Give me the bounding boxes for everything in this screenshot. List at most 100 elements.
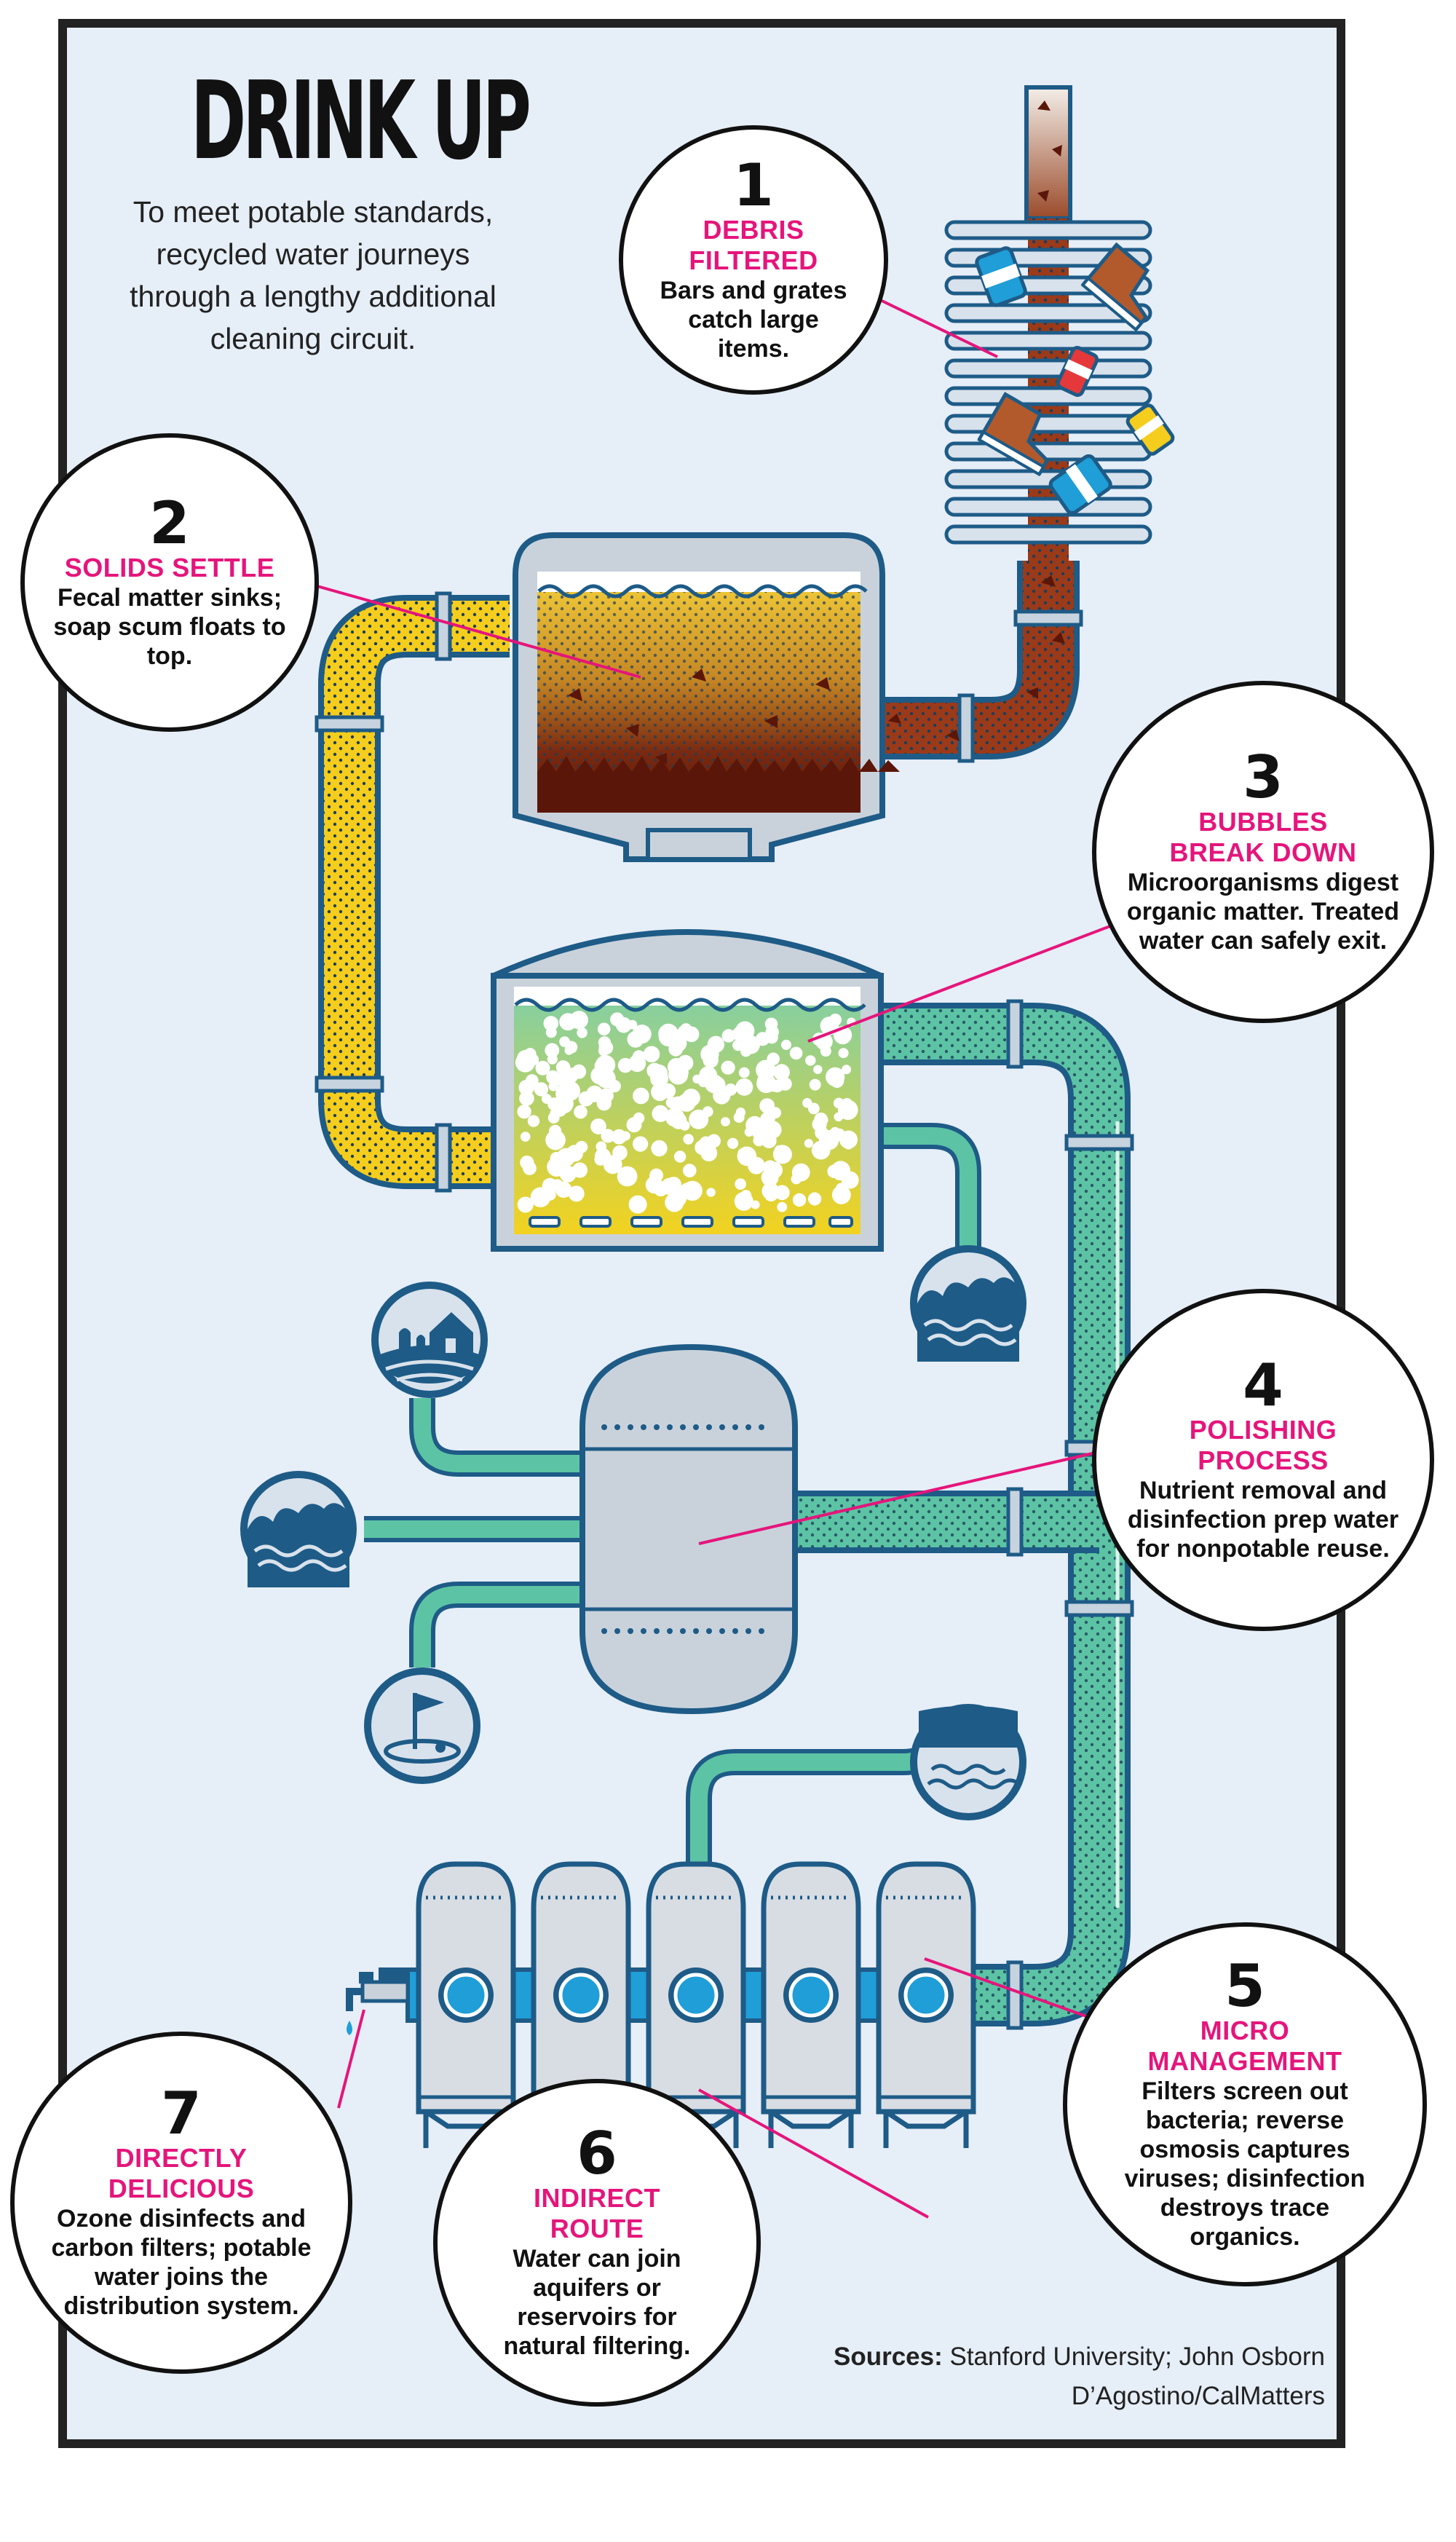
air-bubble: [632, 1050, 646, 1063]
air-bubble: [768, 1079, 780, 1092]
air-bubble: [826, 1067, 845, 1086]
pipe-yellow: [314, 591, 510, 1193]
air-bubble: [683, 1164, 697, 1177]
step-body: Fecal matter sinks; soap scum floats to …: [53, 584, 286, 670]
tank-rivet: [628, 1628, 633, 1634]
air-bubble: [721, 1060, 735, 1075]
air-bubble: [559, 1036, 570, 1047]
air-bubble: [524, 1164, 534, 1175]
step-heading: SOLIDS SETTLE: [64, 553, 275, 583]
air-bubble: [705, 1069, 716, 1081]
air-bubble: [732, 1039, 744, 1051]
step-number: 1: [733, 151, 774, 219]
faucet-icon: [346, 1972, 410, 2035]
step-body: Nutrient removal and disinfection prep w…: [1127, 1477, 1399, 1563]
leader-lines: [304, 297, 1115, 2219]
tank-rivet: [732, 1424, 738, 1430]
air-bubble: [651, 1083, 669, 1101]
tank-rivet: [745, 1424, 751, 1430]
callout-step-7: 7 DIRECTLY DELICIOUS Ozone disinfects an…: [10, 2032, 352, 2374]
step-heading: DIRECTLY DELICIOUS: [108, 2143, 255, 2203]
tank-rivet: [693, 1628, 699, 1634]
tank-rivet: [601, 1424, 607, 1430]
pipe-sewage: [852, 561, 1083, 763]
air-bubble: [596, 1068, 616, 1089]
air-bubble: [773, 1064, 790, 1081]
air-bubble: [617, 1057, 633, 1073]
air-bubble: [689, 1109, 709, 1129]
aeration-tank: [491, 929, 884, 1252]
air-bubble: [735, 1021, 755, 1041]
tank-rivet: [719, 1628, 725, 1634]
air-bubble: [735, 1178, 746, 1190]
aquifer-icon: [910, 1704, 1026, 1820]
air-bubble: [733, 1112, 745, 1123]
air-bubble: [757, 1075, 767, 1085]
air-bubble: [612, 1145, 628, 1161]
air-bubble: [598, 1088, 614, 1103]
air-bubble: [808, 1192, 822, 1206]
air-bubble: [577, 1027, 587, 1038]
step-heading: DEBRIS FILTERED: [689, 215, 818, 275]
air-bubble: [805, 1055, 816, 1066]
golf-course-icon: [364, 1667, 480, 1784]
pipe-green-main: [786, 999, 1134, 2030]
step-number: 3: [1243, 743, 1283, 811]
air-bubble: [527, 1115, 540, 1127]
air-bubble: [735, 1078, 753, 1096]
air-bubble: [668, 1041, 684, 1057]
air-bubble: [610, 1012, 625, 1027]
step-heading: INDIRECT ROUTE: [534, 2183, 660, 2243]
step-body: Microorganisms digest organic matter. Tr…: [1126, 869, 1400, 955]
air-bubble: [677, 1027, 688, 1038]
filter-column: [761, 1861, 861, 2148]
air-bubble: [627, 1030, 644, 1048]
air-bubble: [769, 1107, 781, 1119]
air-bubble: [534, 1082, 548, 1097]
tank-rivet: [745, 1628, 751, 1634]
air-bubble: [543, 1016, 559, 1031]
callout-step-5: 5 MICRO MANAGEMENT Filters screen out ba…: [1063, 1922, 1427, 2286]
air-bubble: [683, 1026, 700, 1043]
air-bubble: [812, 1117, 827, 1132]
air-bubble: [842, 1065, 852, 1075]
step-heading: BUBBLES BREAK DOWN: [1169, 807, 1357, 867]
air-bubble: [550, 1108, 559, 1118]
air-bubble: [603, 1132, 614, 1142]
air-bubble: [765, 1031, 778, 1044]
air-bubble: [772, 1145, 792, 1164]
air-bubble: [518, 1079, 534, 1096]
debris-shoe: [1080, 242, 1150, 332]
air-bubble: [695, 1140, 710, 1156]
air-bubble: [843, 1139, 854, 1150]
air-bubble: [633, 1087, 649, 1105]
air-bubble: [706, 1188, 716, 1197]
step-number: 2: [149, 489, 190, 557]
step-heading: POLISHING PROCESS: [1189, 1415, 1337, 1475]
step-body: Water can join aquifers or reservoirs fo…: [503, 2245, 691, 2360]
filter-column: [876, 1861, 976, 2148]
step-number: 7: [161, 2080, 202, 2147]
air-bubble: [737, 1146, 757, 1167]
clarifier-tank: [513, 532, 900, 862]
air-bubble: [545, 1129, 566, 1150]
page-title: DRINK UP: [191, 58, 531, 183]
sources-credit: Sources: Stanford University; John Osbor…: [823, 2337, 1325, 2416]
air-bubble: [617, 1166, 638, 1187]
callout-step-1: 1 DEBRIS FILTERED Bars and grates catch …: [619, 125, 888, 395]
air-bubble: [568, 1185, 585, 1202]
polishing-tank: [579, 1343, 798, 1715]
air-bubble: [545, 1043, 560, 1058]
sources-label: Sources:: [833, 2342, 943, 2371]
step-body: Ozone disinfects and carbon filters; pot…: [51, 2205, 312, 2320]
step-number: 6: [577, 2120, 617, 2187]
tank-rivet: [628, 1424, 633, 1430]
tank-rivet: [614, 1628, 620, 1634]
air-bubble: [802, 1098, 812, 1108]
air-bubble: [764, 1017, 778, 1031]
debris-can: [1048, 454, 1112, 515]
tank-rivet: [654, 1424, 660, 1430]
air-bubble: [646, 1062, 662, 1079]
air-bubble: [520, 1132, 531, 1142]
